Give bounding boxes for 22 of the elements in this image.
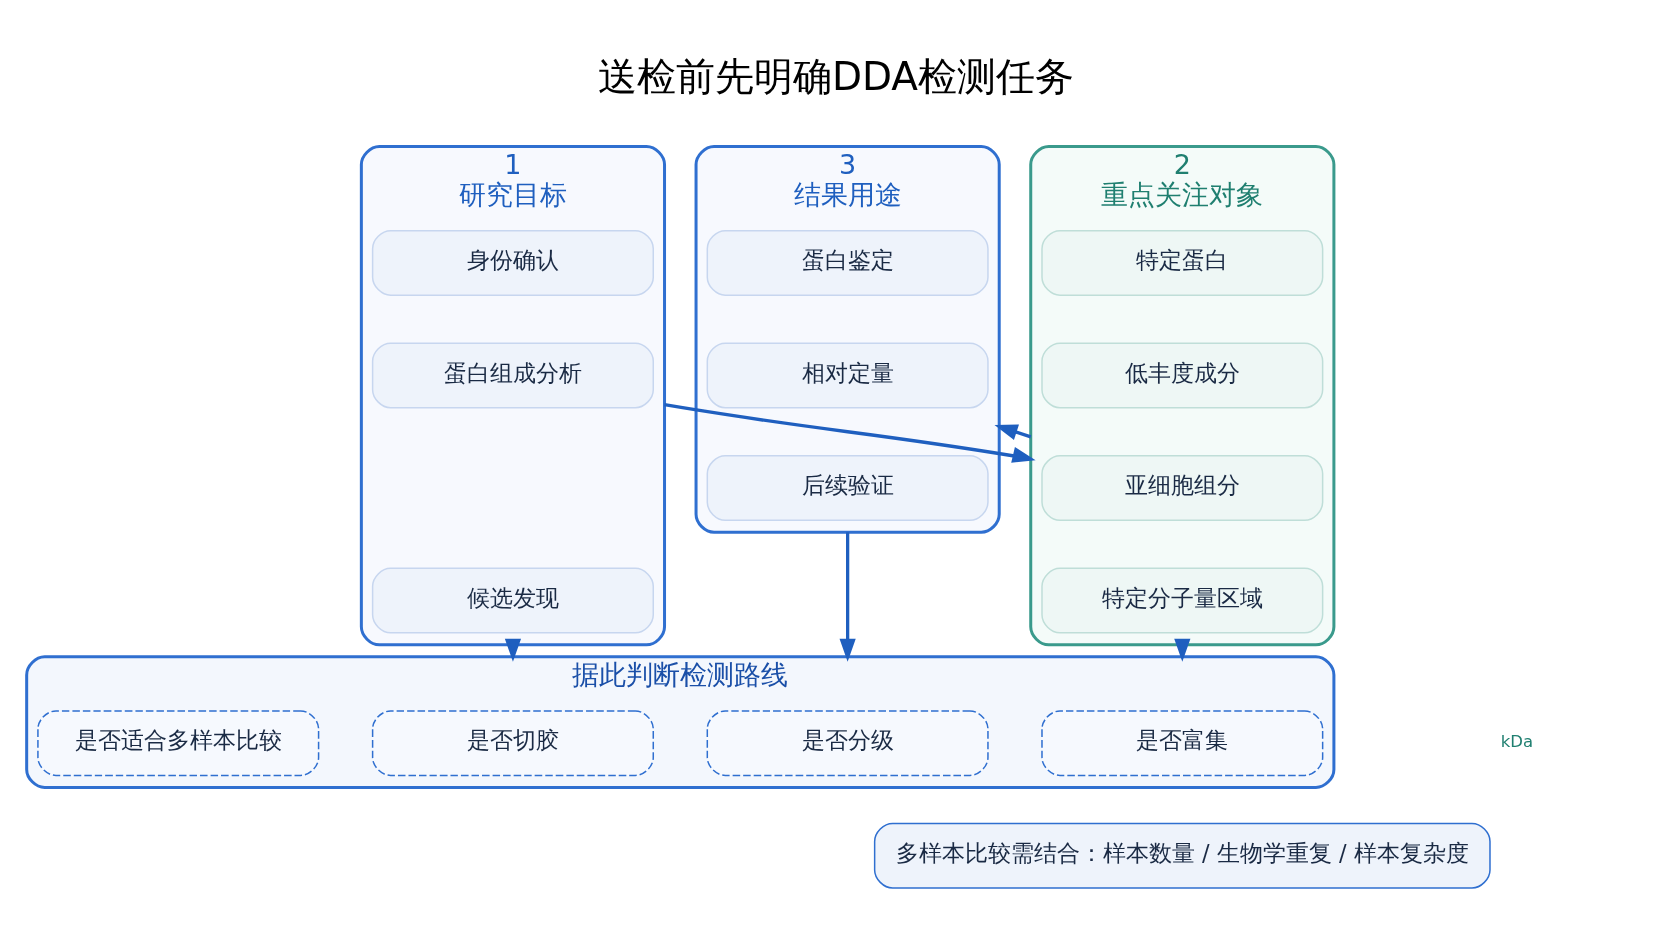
node-box: 后续验证 (706, 455, 989, 522)
node-box: 低丰度成分 (1041, 342, 1324, 409)
node-box: 特定分子量区域 (1041, 567, 1324, 634)
node-box: 多样本比较需结合：样本数量 / 生物学重复 / 样本复杂度 (873, 822, 1491, 889)
arrow (994, 424, 1032, 440)
node-box: 是否富集 (1041, 710, 1324, 777)
diagram-title: 送检前先明确DDA检测任务 (597, 54, 1075, 100)
arrow (1174, 638, 1191, 662)
node-box: 是否切胶 (371, 710, 654, 777)
node-box: 是否分级 (706, 710, 989, 777)
node-box: 是否适合多样本比较 (37, 710, 320, 777)
node-box: 蛋白鉴定 (706, 229, 989, 296)
node-box: 蛋白组成分析 (371, 342, 654, 409)
arrow (839, 532, 856, 662)
node-box: 亚细胞组分 (1041, 455, 1324, 522)
node-box: 身份确认 (371, 229, 654, 296)
node-box: 候选发现 (371, 567, 654, 634)
node-box: 相对定量 (706, 342, 989, 409)
arrow (664, 403, 1036, 463)
arrow (504, 638, 522, 662)
label: kDa (1500, 732, 1534, 752)
node-box: 特定蛋白 (1041, 229, 1324, 296)
